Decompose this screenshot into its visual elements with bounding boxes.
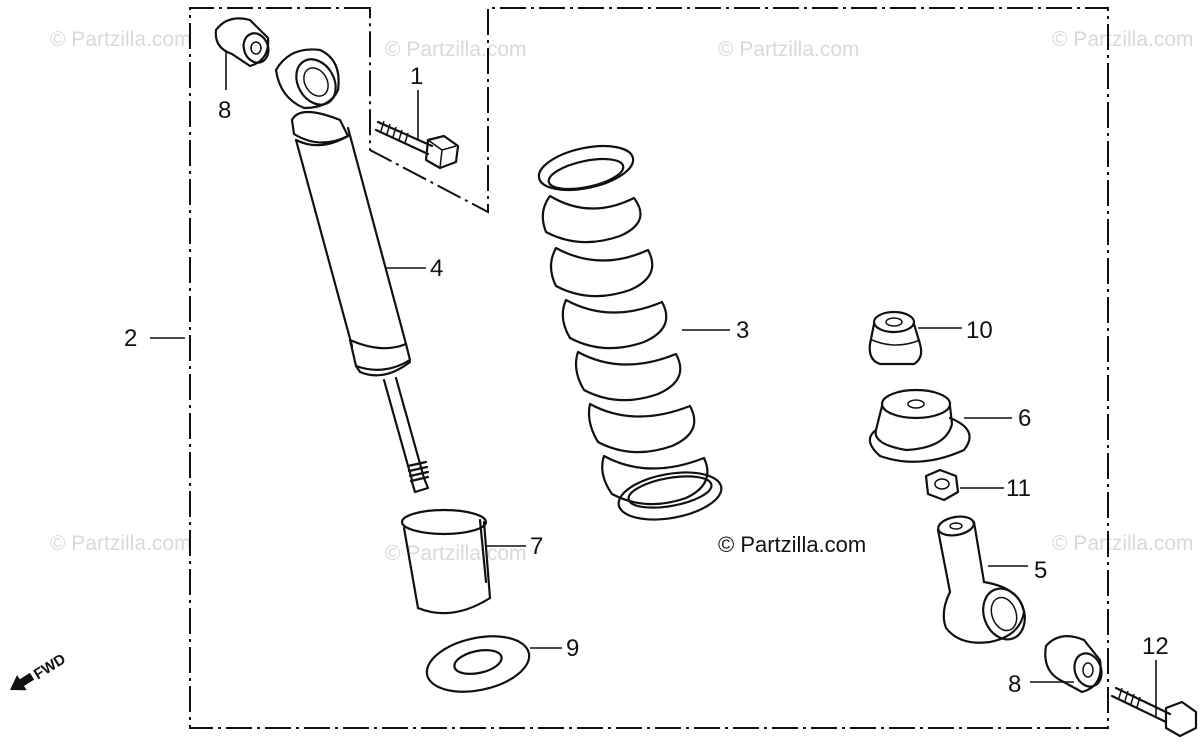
watermarks: © Partzilla.com © Partzilla.com © Partzi… bbox=[50, 28, 1194, 565]
bushing-lower bbox=[1044, 635, 1103, 694]
rubber-bushing bbox=[868, 310, 923, 366]
forward-label: FWD bbox=[31, 651, 69, 684]
callout-2: 2 bbox=[124, 325, 137, 352]
forward-arrow-icon bbox=[10, 672, 35, 691]
watermark-text: © Partzilla.com bbox=[385, 38, 527, 61]
watermark-text: © Partzilla.com bbox=[1052, 532, 1194, 555]
watermark-text: © Partzilla.com bbox=[718, 38, 860, 61]
callout-5: 5 bbox=[1034, 557, 1047, 584]
callout-6: 6 bbox=[1018, 405, 1031, 432]
coil-spring bbox=[537, 144, 723, 521]
collar bbox=[400, 508, 492, 615]
watermark-text: © Partzilla.com bbox=[50, 532, 192, 555]
bushing-upper bbox=[214, 17, 270, 68]
lower-joint bbox=[936, 515, 1026, 644]
watermark-text: © Partzilla.com bbox=[50, 28, 192, 51]
callout-3: 3 bbox=[736, 317, 749, 344]
assembly-frame bbox=[189, 7, 1109, 729]
callouts: 8 1 2 3 4 10 6 11 5 7 9 8 12 bbox=[124, 63, 1169, 698]
callout-12: 12 bbox=[1142, 633, 1169, 660]
watermark-text: © Partzilla.com bbox=[385, 542, 527, 565]
bolt-upper bbox=[374, 120, 460, 170]
bolt-lower bbox=[1110, 686, 1198, 738]
shock-absorber bbox=[274, 48, 430, 494]
nut bbox=[924, 468, 960, 502]
callout-8-upper: 8 bbox=[218, 97, 231, 124]
washer bbox=[425, 635, 531, 693]
callout-10: 10 bbox=[966, 317, 993, 344]
forward-indicator: FWD bbox=[10, 651, 69, 691]
callout-4: 4 bbox=[430, 255, 443, 282]
callout-11: 11 bbox=[1006, 475, 1031, 502]
watermark-text: © Partzilla.com bbox=[1052, 28, 1194, 51]
leader-lines bbox=[150, 50, 1157, 716]
callout-1: 1 bbox=[410, 63, 423, 90]
partzilla-credit: © Partzilla.com bbox=[718, 532, 866, 557]
spring-seat bbox=[868, 388, 971, 463]
callout-8-lower: 8 bbox=[1008, 671, 1021, 698]
callout-7: 7 bbox=[530, 533, 543, 560]
callout-9: 9 bbox=[566, 635, 579, 662]
